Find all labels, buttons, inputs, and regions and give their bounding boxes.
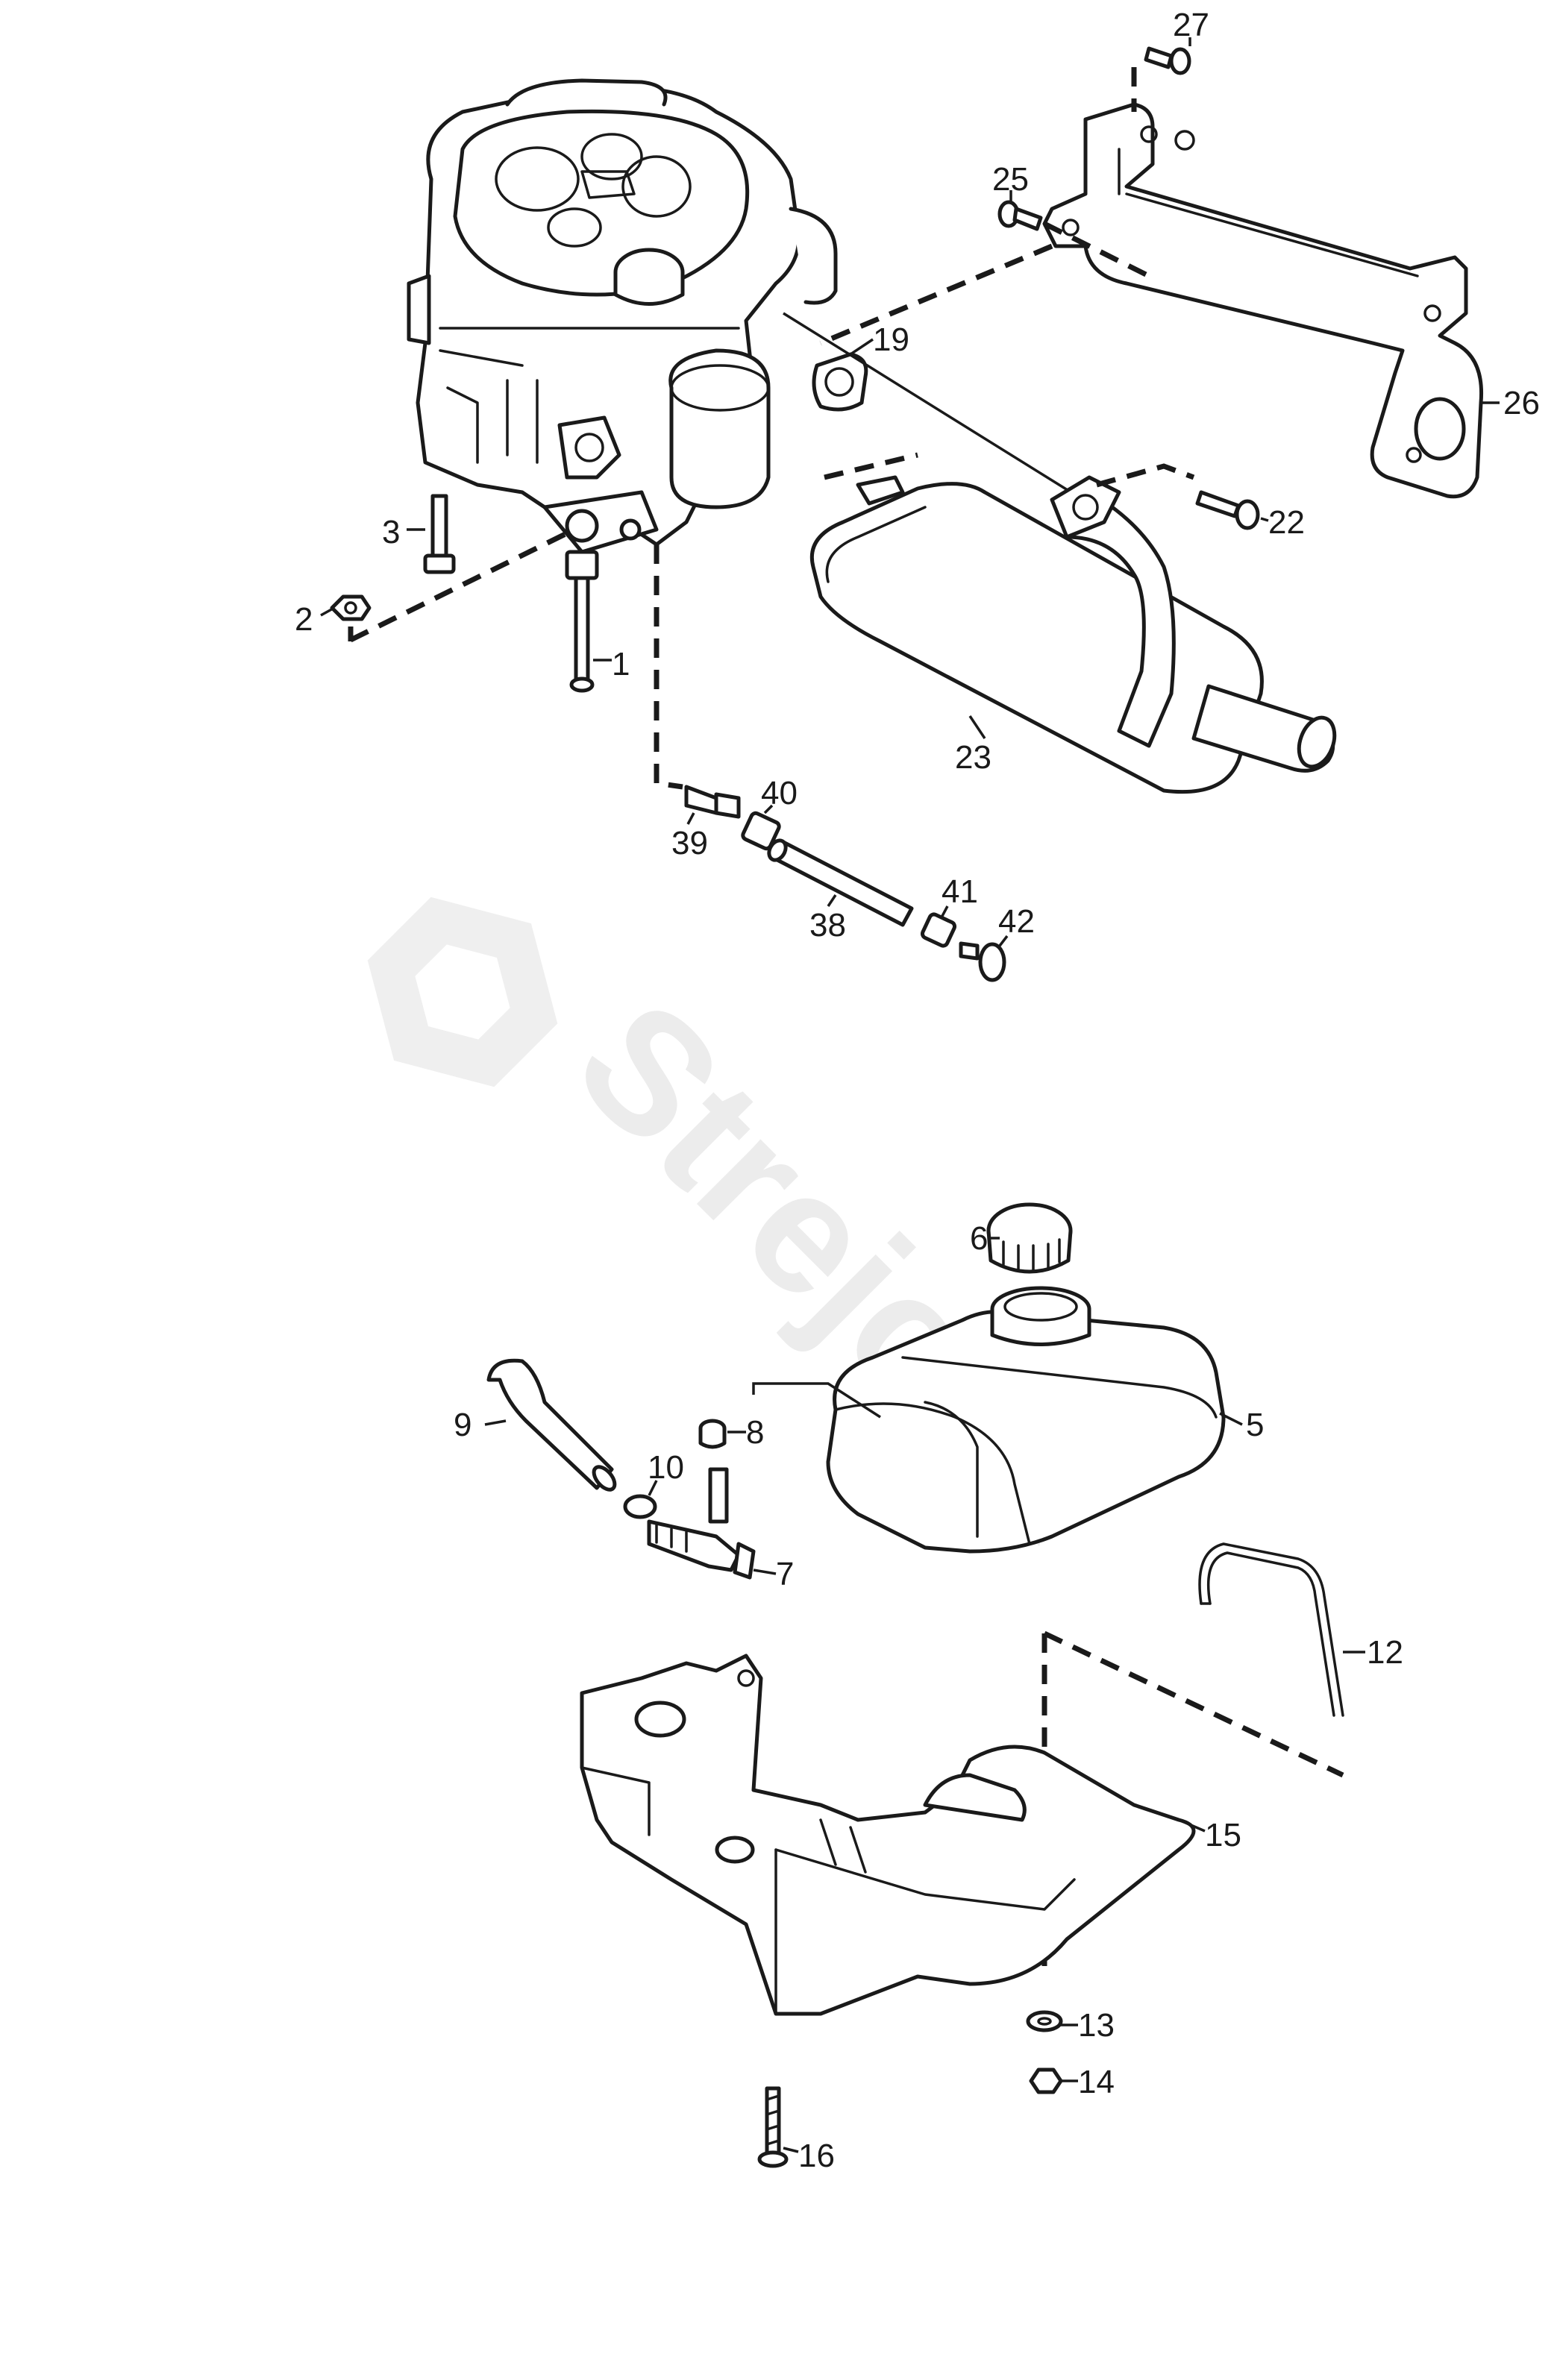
part-6-fuel-cap (986, 1202, 1073, 1274)
dash-line-23 (824, 452, 918, 480)
part-3-bolt (423, 494, 456, 574)
leader-41 (940, 905, 949, 918)
part-39-fitting (684, 785, 741, 819)
part-12-rod (1198, 1542, 1344, 1717)
callout-8: 8 (746, 1414, 764, 1451)
part-22-screw (1195, 490, 1260, 530)
part-7-fuel-valve (647, 1467, 756, 1580)
leader-22 (1260, 517, 1269, 522)
leader-2 (320, 606, 335, 617)
part-41-clamp (920, 912, 957, 948)
part-10-hose-clamp (623, 1494, 657, 1519)
callout-27: 27 (1173, 7, 1209, 43)
part-27-screw (1144, 46, 1191, 75)
part-19-gasket (812, 352, 868, 412)
dash-line-22 (1096, 463, 1195, 488)
callout-labels: 1 2 3 5 6 7 8 9 10 12 13 14 15 16 19 22 … (295, 7, 1540, 2174)
leader-19 (850, 338, 874, 356)
leader-tank-8 (752, 1382, 881, 1419)
part-25-screw (997, 200, 1043, 231)
leader-16 (783, 2147, 799, 2153)
dash-line-2 (349, 527, 576, 643)
callout-14: 14 (1078, 2064, 1115, 2100)
leader-42 (998, 935, 1009, 947)
callout-10: 10 (648, 1449, 684, 1486)
part-1-bolt (565, 550, 599, 693)
callout-9: 9 (454, 1407, 472, 1443)
leader-10 (648, 1480, 658, 1496)
leader-38 (827, 894, 837, 907)
callout-2: 2 (295, 601, 313, 638)
callout-40: 40 (761, 775, 798, 811)
callout-26: 26 (1503, 385, 1540, 421)
callout-7: 7 (776, 1556, 794, 1592)
part-15-tank-bracket (580, 1654, 1196, 2016)
callout-1: 1 (612, 646, 630, 682)
callout-3: 3 (382, 514, 400, 550)
callout-16: 16 (798, 2138, 835, 2174)
leaders (320, 37, 1500, 2153)
dash-line-39 (654, 544, 683, 790)
part-23-muffler (809, 475, 1337, 794)
leader-9 (484, 1419, 507, 1426)
callout-6: 6 (970, 1220, 988, 1257)
dash-line-12 (1043, 1630, 1344, 1778)
part-42-drain-plug (959, 941, 1006, 982)
callout-41: 41 (942, 873, 978, 910)
part-2-nut (330, 594, 372, 621)
part-26-muffler-bracket (1042, 102, 1484, 499)
dash-line-gasket (819, 243, 1053, 346)
callout-25: 25 (992, 161, 1029, 198)
callout-12: 12 (1367, 1634, 1403, 1671)
part-40-clamp (741, 811, 781, 851)
dash-line-bracket (1043, 221, 1150, 279)
callout-5: 5 (1246, 1407, 1264, 1443)
callout-19: 19 (873, 321, 909, 358)
leader-40 (763, 804, 774, 814)
callout-38: 38 (809, 907, 846, 943)
part-8-grommet (698, 1419, 727, 1449)
part-5-fuel-tank (826, 1286, 1226, 1554)
part-38-tube (767, 838, 914, 927)
part-13-washer (1026, 2010, 1063, 2032)
callout-23: 23 (955, 739, 991, 776)
leader-15 (1178, 1818, 1206, 1833)
callout-22: 22 (1268, 504, 1305, 541)
callout-39: 39 (671, 825, 708, 861)
part-9-fuel-hose (486, 1358, 617, 1492)
callout-13: 13 (1078, 2007, 1115, 2044)
leader-7 (753, 1569, 777, 1575)
leader-5 (1219, 1412, 1243, 1426)
callout-15: 15 (1205, 1817, 1241, 1853)
callout-42: 42 (998, 903, 1035, 940)
leader-23 (968, 715, 986, 739)
leader-39 (686, 812, 695, 825)
watermark-logo (367, 897, 558, 1087)
engine (407, 78, 838, 554)
part-16-screw (757, 2086, 789, 2168)
leader-engine-muffler (783, 312, 1120, 524)
part-14-nut (1029, 2067, 1063, 2094)
